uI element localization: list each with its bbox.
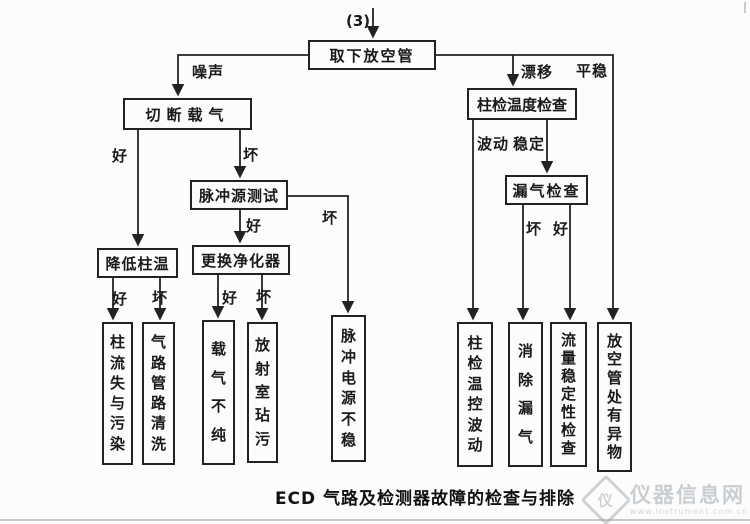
node-column-detector-temp-check: 柱检温度检查 [467,88,577,120]
node-flow-stability-check: 流量稳定性检查 [550,322,587,467]
edge-label-bad-cut-carrier: 坏 [243,146,260,164]
watermark-logo-icon: 仪 [580,474,632,524]
edge-label-good-pulse-test: 好 [246,217,263,235]
edge-label-stable: 稳定 [513,135,546,153]
node-vent-foreign-matter: 放空管处有异物 [597,322,632,472]
watermark-site-url: www.instrument.com.cn [630,506,748,516]
node-radiation-chamber-dirty: 放射室玷污 [247,322,278,463]
edge-label-bad-lower-temp: 坏 [152,289,169,307]
edge-label-bad-replace-purifier: 坏 [256,288,273,306]
node-lower-column-temp: 降低柱温 [97,248,178,278]
scan-artifact-line [0,519,750,521]
edge-label-fluctuation: 波动 [477,135,510,153]
edge-label-steady: 平稳 [576,62,609,80]
entry-step-label: (3) [346,12,371,30]
edge-label-good-cut-carrier: 好 [112,147,129,165]
node-pulse-power-unstable: 脉冲电源不稳 [331,315,366,462]
edge-label-good-lower-temp: 好 [112,290,129,308]
edge-label-good-leak-check: 好 [553,220,570,238]
node-leak-check: 漏气检查 [505,175,588,205]
node-carrier-gas-impure: 载气不纯 [202,320,235,465]
watermark-site-name: 仪器信息网 [630,482,746,507]
edge-label-bad-pulse-test: 坏 [322,209,339,227]
node-eliminate-leak: 消除漏气 [508,322,543,467]
figure-caption: ECD 气路及检测器故障的检查与排除 [274,489,576,509]
node-cut-carrier-gas: 切断载气 [123,98,252,130]
node-replace-purifier: 更换净化器 [192,245,290,275]
node-remove-vent-pipe: 取下放空管 [308,40,436,70]
edge-label-good-replace-purifier: 好 [222,289,239,307]
edge-label-bad-leak-check: 坏 [526,220,543,238]
edge-label-drift: 漂移 [521,63,554,81]
edge-label-noise: 噪声 [192,63,225,81]
node-temp-control-fluctuation: 柱检温控波动 [457,322,493,467]
scan-artifact-mark [744,2,746,13]
node-column-bleed-contamination: 柱流失与污染 [102,322,133,465]
node-gas-line-cleaning: 气路管路清洗 [142,322,175,465]
node-pulse-source-test: 脉冲源测试 [190,180,288,210]
watermark: 仪 仪器信息网 www.instrument.com.cn [580,474,748,524]
